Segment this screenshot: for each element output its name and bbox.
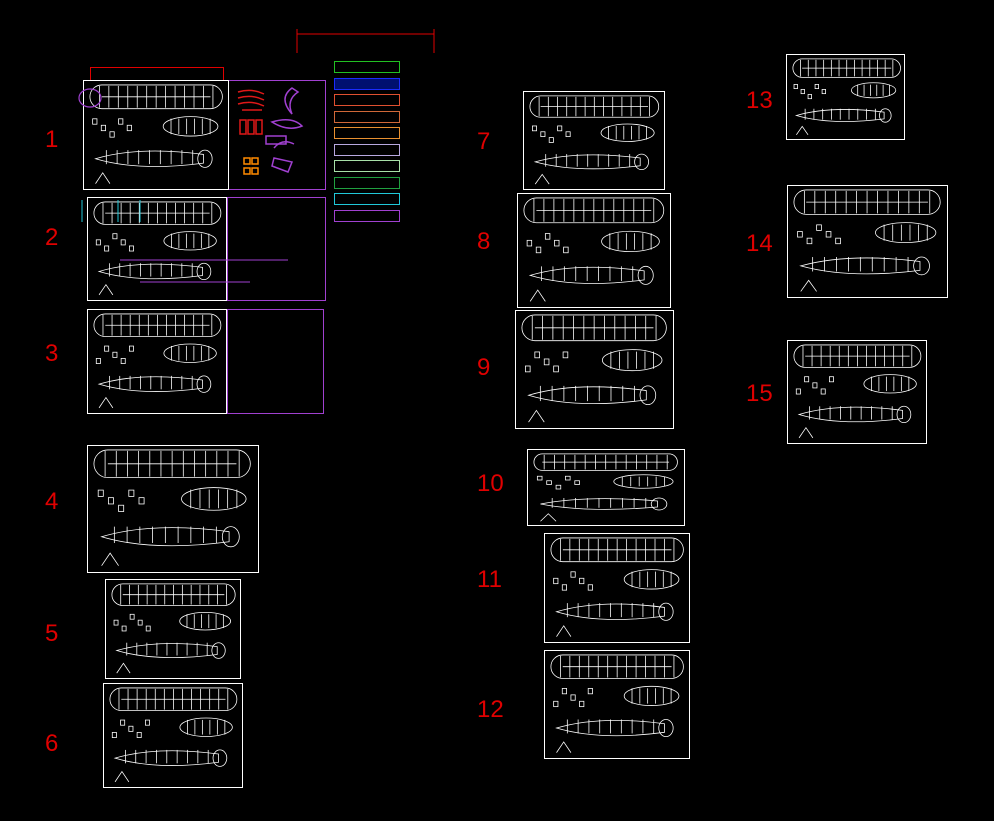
layer-swatch [334,176,400,189]
sheet-number-label: 6 [45,730,59,757]
sheet-number-label: 3 [45,340,59,367]
dimension-line [296,29,435,53]
plan-drawing [550,537,684,637]
plan-sheet-5[interactable] [105,579,241,679]
plan-sheet-11[interactable] [544,533,690,643]
sheet-number-label: 4 [45,488,59,515]
plan-sheet-2[interactable] [87,197,227,301]
plan-sheet-15[interactable] [787,340,927,444]
sheet-number-label: 13 [746,87,773,114]
plan-drawing [550,654,684,753]
plan-sheet-13[interactable] [786,54,905,140]
layer-swatch [334,160,400,172]
cyan-marks [81,200,141,222]
plan-drawing [93,201,222,296]
sheet-number-label: 7 [477,128,491,155]
plan-drawing [533,453,678,522]
sheet-number-label: 12 [477,696,504,723]
plan-sheet-14[interactable] [787,185,948,298]
plan-sheet-4[interactable] [87,445,259,573]
sheet-number-label: 5 [45,620,59,647]
plan-drawing [529,95,660,185]
plan-drawing [793,189,941,292]
cut-parts [237,87,304,175]
plan-sheet-9[interactable] [515,310,674,429]
plan-drawing [89,84,223,184]
plan-sheet-7[interactable] [523,91,665,190]
plan-drawing [793,344,922,439]
plan-drawing [523,197,665,302]
layer-swatch [334,143,400,156]
plan-sheet-8[interactable] [517,193,671,308]
sheet-number-label: 14 [746,230,773,257]
plan-sheet-1[interactable] [83,80,229,190]
plan-sheet-12[interactable] [544,650,690,759]
plan-sheet-6[interactable] [103,683,243,788]
layer-swatch [334,77,400,90]
sheet-number-label: 9 [477,354,491,381]
layer-swatch [334,209,400,222]
plan-sheet-3[interactable] [87,309,227,414]
plan-drawing [109,687,238,783]
plan-drawing [111,583,236,674]
layer-swatch [334,94,400,106]
parts-frame-3 [227,309,324,414]
plan-drawing [93,313,222,409]
sheet-number-label: 2 [45,224,59,251]
sheet-number-label: 15 [746,380,773,407]
plan-sheet-10[interactable] [527,449,685,526]
plan-drawing [521,314,667,423]
layer-swatch [334,127,400,139]
parts-frame-2 [227,197,326,301]
sheet-number-label: 10 [477,470,504,497]
sheet-number-label: 8 [477,228,491,255]
sheet-number-label: 11 [477,566,502,593]
leader-lines [120,259,288,283]
layer-swatch [334,193,400,205]
magenta-circle [78,88,102,108]
plan-drawing [792,58,901,136]
sheet-number-label: 1 [45,126,59,153]
layer-swatch [334,61,400,73]
plan-drawing [93,449,251,566]
layer-swatch [334,110,400,123]
